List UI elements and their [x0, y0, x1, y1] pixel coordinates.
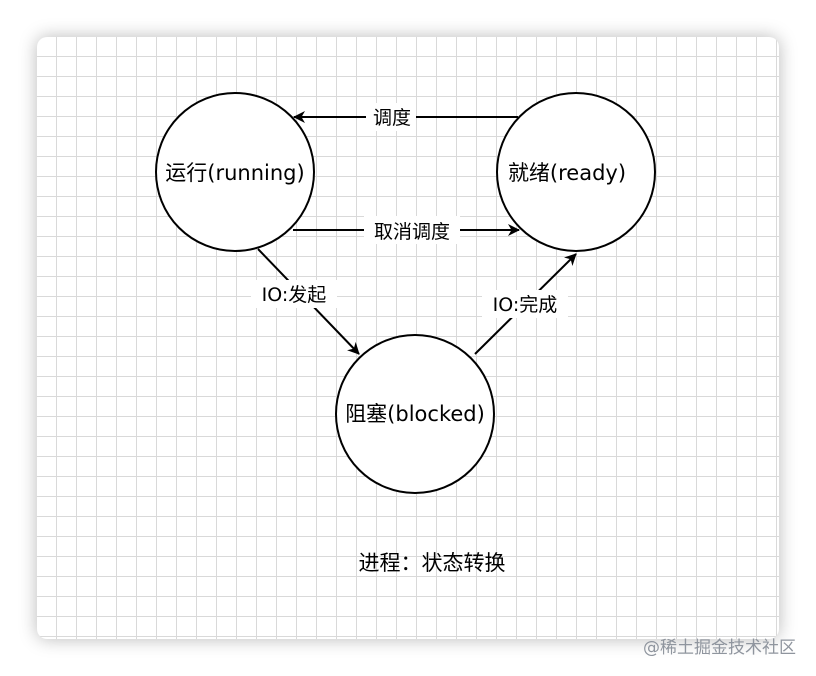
edge-schedule-label: 调度: [373, 107, 411, 129]
watermark: @稀土掘金技术社区: [643, 638, 796, 658]
node-ready-label: 就绪(ready): [508, 161, 626, 185]
node-running-label: 运行(running): [165, 161, 304, 185]
edge-schedule[interactable]: 调度: [293, 103, 518, 131]
edge-deschedule[interactable]: 取消调度: [293, 216, 520, 244]
node-blocked-circle: [335, 334, 495, 494]
edge-io-start[interactable]: IO:发起: [251, 248, 360, 355]
node-ready[interactable]: 就绪(ready): [496, 92, 656, 252]
edge-deschedule-label: 取消调度: [374, 221, 450, 243]
node-blocked[interactable]: 阻塞(blocked): [335, 334, 495, 494]
diagram-caption: 进程：状态转换: [359, 551, 506, 575]
node-ready-circle: [496, 92, 656, 252]
edge-io-start-label: IO:发起: [262, 284, 327, 306]
edge-io-done-label: IO:完成: [493, 294, 558, 316]
edge-schedule-label-bg: [366, 103, 416, 131]
edge-deschedule-label-bg: [364, 216, 460, 244]
node-blocked-label: 阻塞(blocked): [345, 402, 485, 426]
edge-io-done-label-bg: [482, 290, 568, 318]
node-running[interactable]: 运行(running): [155, 92, 315, 252]
node-running-circle: [155, 92, 315, 252]
edge-io-start-label-bg: [251, 280, 337, 308]
edge-io-done[interactable]: IO:完成: [474, 253, 577, 355]
